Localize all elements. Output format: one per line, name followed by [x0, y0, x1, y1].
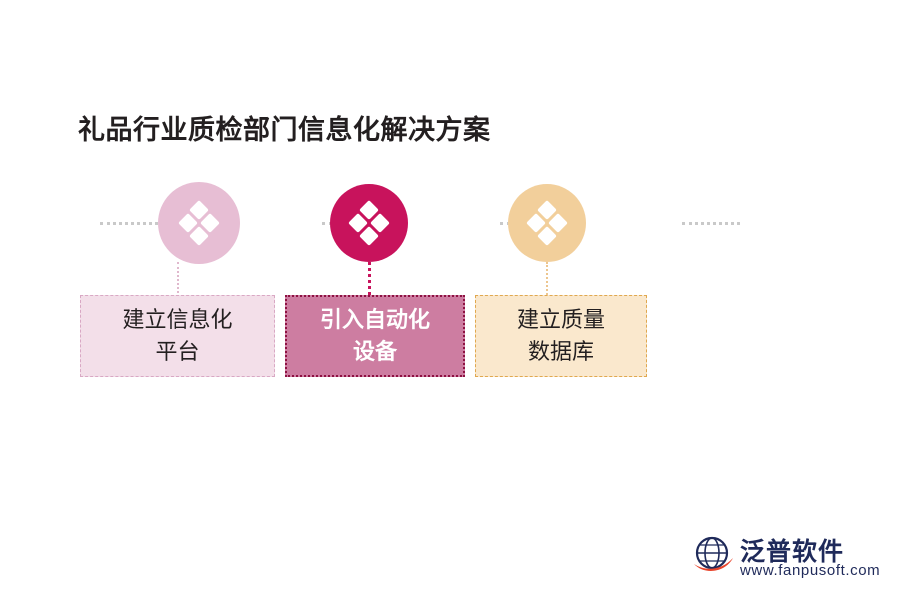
- step-card-1-line-2: 平台: [155, 339, 200, 364]
- step-card-1[interactable]: 建立信息化 平台: [80, 295, 275, 377]
- globe-swoosh-icon: [694, 536, 733, 571]
- step-card-1-line-1: 建立信息化: [122, 307, 233, 332]
- timeline-segment-left: [100, 222, 158, 225]
- logo-url: www.fanpusoft.com: [740, 562, 881, 579]
- connector-node-3: [546, 262, 548, 295]
- watermark-logo: 泛普软件 www.fanpusoft.com: [692, 530, 882, 586]
- step-card-2-line-1: 引入自动化: [319, 307, 430, 332]
- logo-name: 泛普软件: [740, 538, 845, 566]
- four-diamonds-icon: [178, 200, 220, 246]
- step-card-2-line-2: 设备: [352, 339, 397, 364]
- timeline-node-2[interactable]: [330, 184, 408, 262]
- step-card-2[interactable]: 引入自动化 设备: [285, 295, 465, 377]
- timeline-node-3[interactable]: [508, 184, 586, 262]
- timeline-node-1[interactable]: [158, 182, 240, 264]
- step-card-3-line-2: 数据库: [527, 339, 594, 364]
- timeline-segment-right: [682, 222, 740, 225]
- four-diamonds-icon: [348, 200, 390, 246]
- connector-node-1: [177, 262, 179, 297]
- step-card-3[interactable]: 建立质量 数据库: [475, 295, 647, 377]
- step-card-3-line-1: 建立质量: [516, 307, 605, 332]
- connector-node-2: [368, 262, 371, 295]
- page-title: 礼品行业质检部门信息化解决方案: [78, 115, 491, 145]
- four-diamonds-icon: [526, 200, 568, 246]
